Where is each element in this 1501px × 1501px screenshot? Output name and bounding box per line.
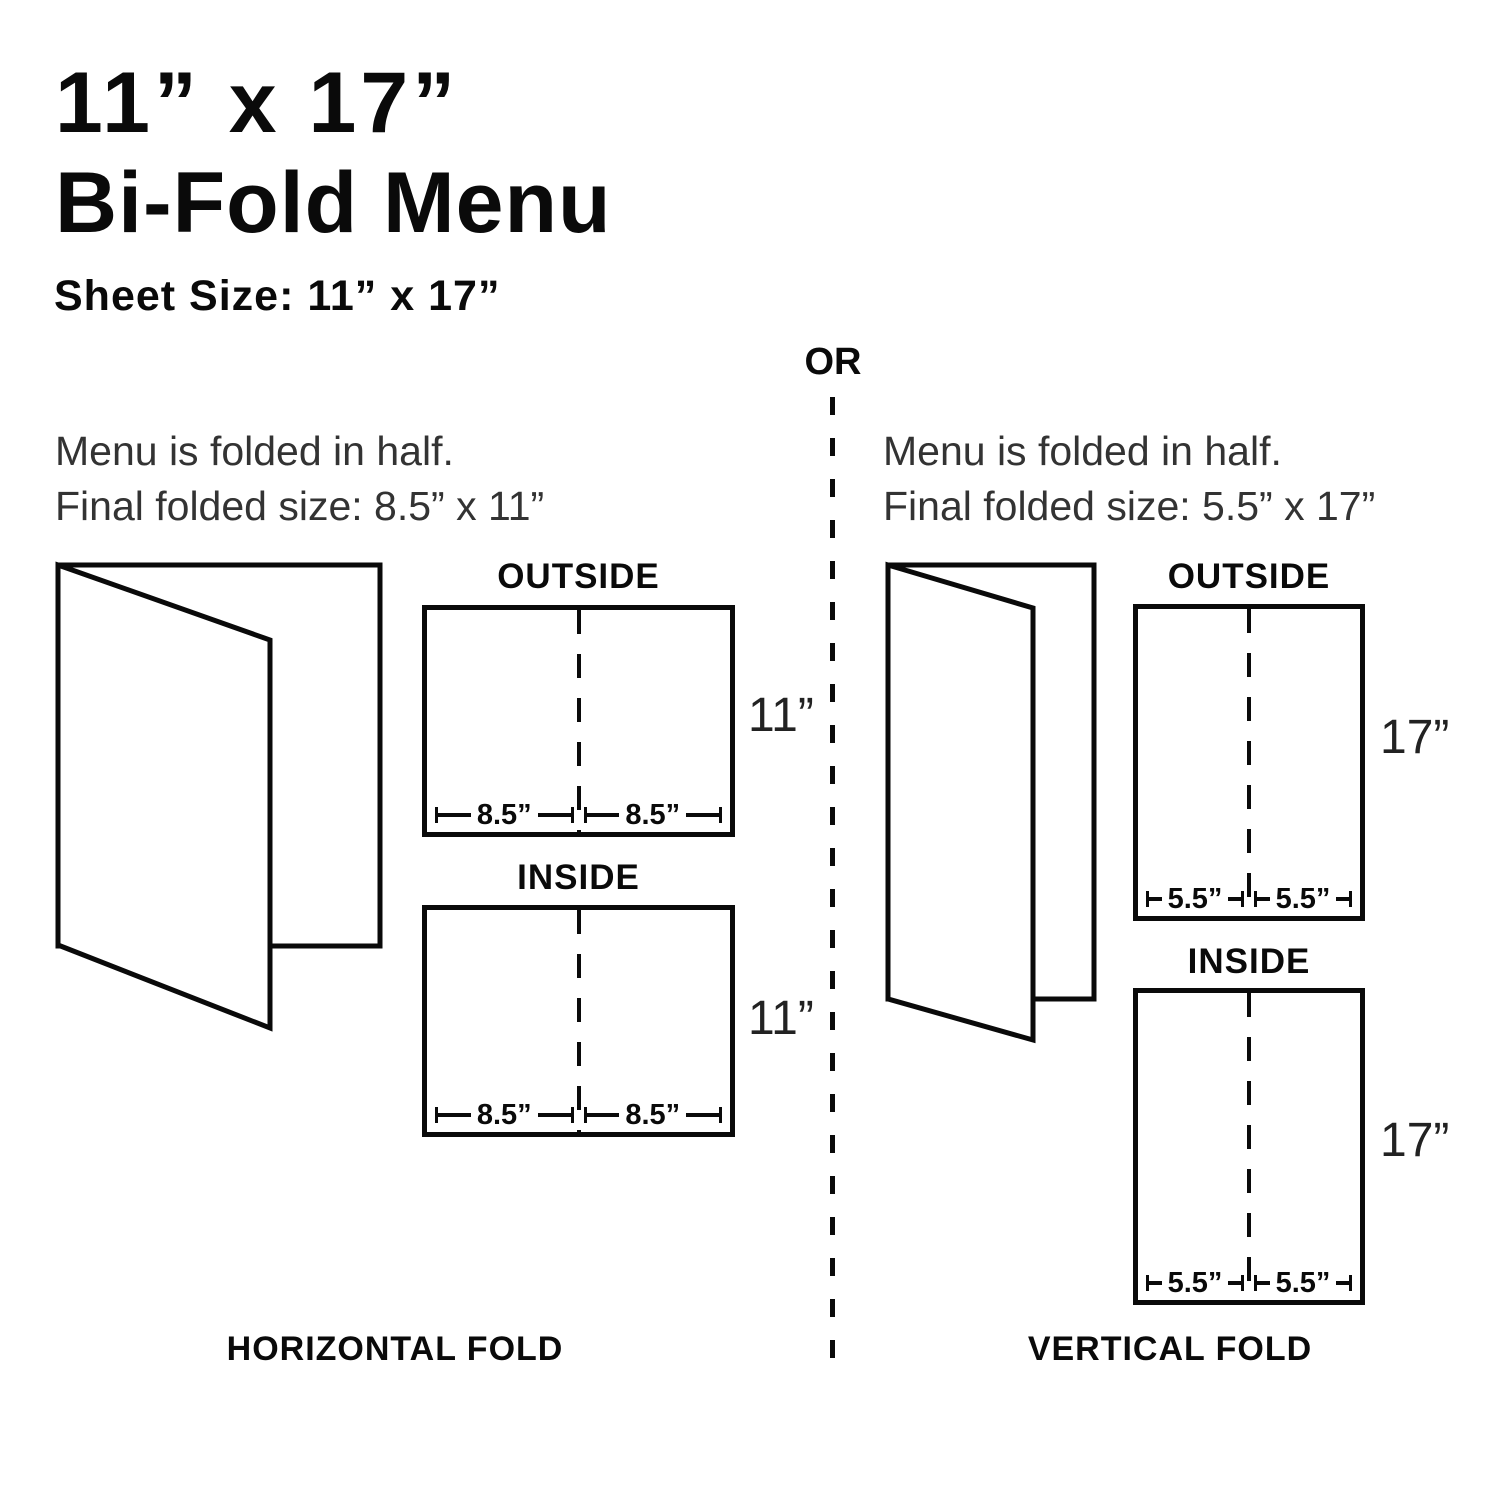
dimension-tick [570,1107,574,1123]
dimension-row: 8.5” 8.5” [435,1099,723,1131]
panel-width-label: 8.5” [476,799,532,831]
panel-width-label: 5.5” [1275,883,1331,915]
dimension-line [1228,1281,1242,1285]
dimension-line [1149,897,1162,901]
dimension-tick [583,807,587,823]
horizontal-outside-sheet-diagram: 8.5” 8.5” [422,605,735,837]
dimension-line [438,813,471,817]
dimension-line [537,1113,571,1117]
sheet-size-subtitle: Sheet Size: 11” x 17” [54,272,501,320]
fold-dashed-line [576,910,581,1132]
horizontal-inside-title: INSIDE [517,858,640,897]
horizontal-fold-description-line1: Menu is folded in half. [55,428,454,474]
dimension-line [438,1113,471,1117]
dimension-row: 5.5” 5.5” [1146,883,1353,915]
fold-dashed-line [1247,609,1251,916]
panel-width-dimension: 5.5” [1146,883,1245,915]
dimension-line [1336,1281,1350,1285]
dimension-tick [570,807,574,823]
dimension-line [1336,897,1350,901]
vertical-fold-description-line1: Menu is folded in half. [883,428,1282,474]
dimension-line [1257,897,1270,901]
vertical-outside-title: OUTSIDE [1167,557,1331,596]
dimension-tick [1349,891,1353,907]
fold-dashed-line [576,610,581,832]
dimension-tick [1254,1275,1257,1291]
vertical-fold-caption: VERTICAL FOLD [1027,1330,1313,1368]
folded-menu-vertical-icon [885,561,1097,1044]
dimension-tick [719,1107,723,1123]
panel-width-label: 8.5” [625,799,681,831]
panel-width-label: 5.5” [1167,883,1223,915]
dimension-tick [583,1107,587,1123]
dimension-tick [1254,891,1257,907]
panel-width-dimension: 5.5” [1254,1267,1353,1299]
dimension-tick [435,807,438,823]
or-divider-dashed-line [830,397,835,1365]
vertical-fold-description: Menu is folded in half. Final folded siz… [883,424,1375,534]
dimension-tick [1241,1275,1245,1291]
horizontal-fold-description: Menu is folded in half. Final folded siz… [55,424,544,534]
panel-width-dimension: 5.5” [1254,883,1353,915]
panel-width-label: 8.5” [625,1099,681,1131]
dimension-tick [719,807,723,823]
sheet-height-label: 17” [1380,711,1450,764]
dimension-line [1149,1281,1162,1285]
panel-width-dimension: 8.5” [435,1099,574,1131]
folded-menu-horizontal-icon [55,561,383,1032]
dimension-line [586,1113,620,1117]
panel-width-label: 5.5” [1167,1267,1223,1299]
fold-dashed-line [1247,993,1251,1300]
horizontal-outside-title: OUTSIDE [497,557,660,596]
dimension-tick [435,1107,438,1123]
panel-width-dimension: 8.5” [583,1099,723,1131]
dimension-tick [1241,891,1245,907]
sheet-height-label: 11” [748,992,814,1045]
horizontal-fold-description-line2: Final folded size: 8.5” x 11” [55,483,545,529]
dimension-line [586,813,620,817]
panel-width-label: 5.5” [1275,1267,1331,1299]
panel-width-label: 8.5” [476,1099,532,1131]
vertical-inside-title: INSIDE [1187,942,1311,981]
sheet-height-label: 11” [748,689,814,742]
horizontal-inside-sheet-diagram: 8.5” 8.5” [422,905,735,1137]
panel-width-dimension: 5.5” [1146,1267,1245,1299]
panel-width-dimension: 8.5” [435,799,574,831]
horizontal-fold-caption: HORIZONTAL FOLD [226,1330,564,1368]
dimension-tick [1146,891,1149,907]
vertical-outside-sheet-diagram: 5.5” 5.5” [1133,604,1365,921]
dimension-row: 5.5” 5.5” [1146,1267,1353,1299]
dimension-row: 8.5” 8.5” [435,799,723,831]
dimension-line [1228,897,1242,901]
dimension-line [686,813,720,817]
dimension-tick [1146,1275,1149,1291]
dimension-line [686,1113,720,1117]
page-title-line1: 11” x 17” [55,55,460,151]
page-title-line2: Bi-Fold Menu [55,155,612,251]
dimension-tick [1349,1275,1353,1291]
vertical-inside-sheet-diagram: 5.5” 5.5” [1133,988,1365,1305]
dimension-line [537,813,571,817]
or-label: OR [804,341,862,383]
vertical-fold-description-line2: Final folded size: 5.5” x 17” [883,483,1376,529]
sheet-height-label: 17” [1380,1114,1450,1167]
panel-width-dimension: 8.5” [583,799,723,831]
dimension-line [1257,1281,1270,1285]
